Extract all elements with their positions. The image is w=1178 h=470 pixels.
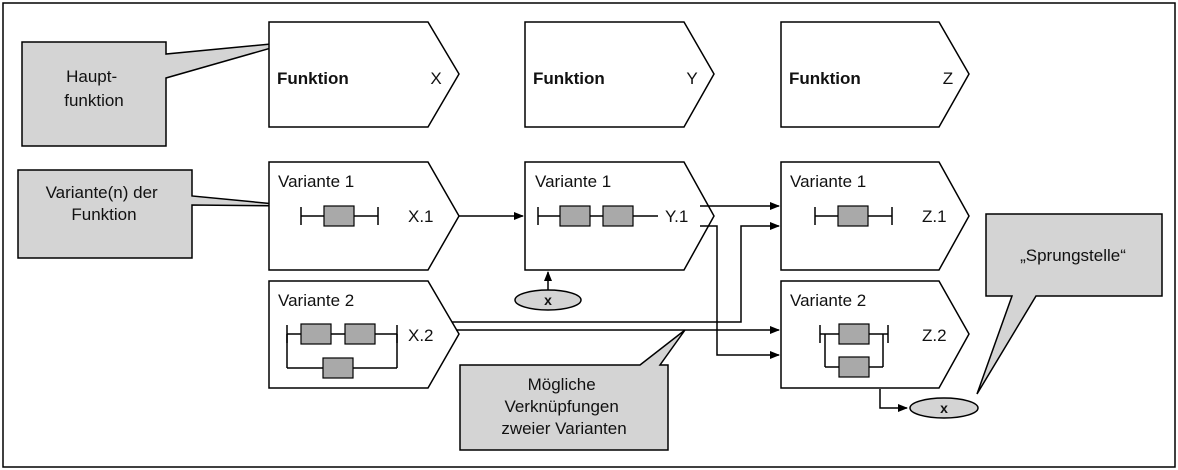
jump-marker-label: x xyxy=(940,400,948,416)
variant-code: X.1 xyxy=(408,207,434,226)
function-box-x: Funktion X xyxy=(268,21,460,128)
component-symbol xyxy=(819,323,889,378)
jump-marker-z2: x xyxy=(909,397,979,419)
callout-jump-point: „Sprungstelle“ xyxy=(976,213,1163,395)
svg-text:Variante(n) der Funktion: Variante(n) der Funktion xyxy=(46,183,163,224)
variant-box-y1: Variante 1 Y.1 xyxy=(524,161,715,271)
callout-links-line2: Verknüpfungen xyxy=(504,397,618,416)
callout-main-function: Haupt- funktion xyxy=(21,41,293,147)
function-id: Z xyxy=(943,69,953,88)
svg-text:Mögliche Verknüpfungen: Mögliche Verknüpfungen zweier Varianten xyxy=(501,375,626,438)
variant-box-z2: Variante 2 Z.2 xyxy=(780,280,970,389)
function-label: Funktion xyxy=(533,69,605,88)
component-symbol xyxy=(300,205,379,227)
callout-possible-links: Mögliche Verknüpfungen zweier Varianten xyxy=(459,329,686,451)
jump-marker-y1: x xyxy=(514,289,582,311)
callout-main-function-line2: funktion xyxy=(64,91,124,110)
callout-main-function-line1: Haupt- xyxy=(66,67,117,86)
variant-box-z1: Variante 1 Z.1 xyxy=(780,161,970,271)
component-symbol xyxy=(286,323,398,379)
callout-links-line1: Mögliche xyxy=(528,375,596,394)
variant-label: Variante 1 xyxy=(278,172,354,191)
callout-jump-point-label: „Sprungstelle“ xyxy=(1020,246,1126,265)
connector-z2-jump xyxy=(879,389,908,412)
svg-text:Haupt- funktion: Haupt- funktion xyxy=(64,67,124,110)
variant-code: X.2 xyxy=(408,326,434,345)
function-id: Y xyxy=(686,69,697,88)
variant-label: Variante 2 xyxy=(790,291,866,310)
function-label: Funktion xyxy=(789,69,861,88)
connector-y1-z2 xyxy=(700,225,780,359)
callout-variants-line2: Funktion xyxy=(71,205,136,224)
callout-variants-line1: Variante(n) der xyxy=(46,183,158,202)
jump-marker-label: x xyxy=(544,292,552,308)
variant-code: Z.2 xyxy=(922,326,947,345)
function-label: Funktion xyxy=(277,69,349,88)
function-box-z: Funktion Z xyxy=(780,21,970,128)
variant-label: Variante 1 xyxy=(535,172,611,191)
function-box-y: Funktion Y xyxy=(524,21,715,128)
component-symbol xyxy=(814,205,893,227)
variant-code: Z.1 xyxy=(922,207,947,226)
component-symbol xyxy=(537,205,658,227)
callout-variants: Variante(n) der Funktion xyxy=(17,169,297,259)
function-id: X xyxy=(430,69,441,88)
variant-box-x1: Variante 1 X.1 xyxy=(268,161,460,271)
callout-links-line3: zweier Varianten xyxy=(501,419,626,438)
variant-code: Y.1 xyxy=(665,207,688,226)
variant-box-x2: Variante 2 X.2 xyxy=(268,280,460,389)
variant-label: Variante 1 xyxy=(790,172,866,191)
connector-x2-z1 xyxy=(452,222,780,323)
variant-label: Variante 2 xyxy=(278,291,354,310)
